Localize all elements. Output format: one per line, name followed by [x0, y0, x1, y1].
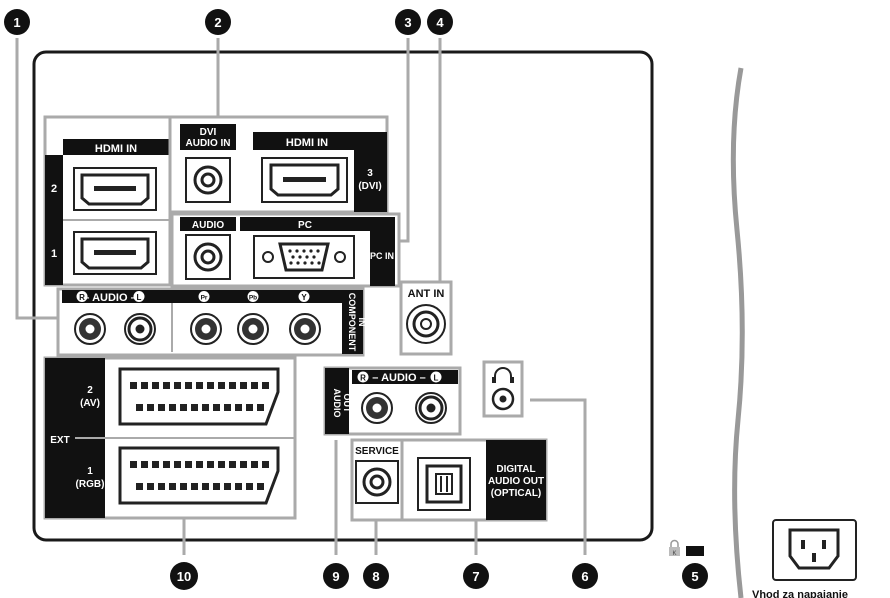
- audio-out-label-2: OUT: [342, 394, 352, 414]
- kensington-slot: [686, 546, 704, 556]
- headphone-block: [482, 360, 524, 418]
- scart-2-port[interactable]: [118, 367, 280, 426]
- callout-7: 7: [463, 563, 489, 589]
- pc-label: PC: [298, 220, 312, 231]
- digital-label-3: (OPTICAL): [491, 488, 542, 499]
- scart-1-port[interactable]: [118, 446, 280, 505]
- component-audio-r-jack[interactable]: [74, 313, 106, 345]
- lock-icon: [669, 547, 680, 556]
- svg-text:2: 2: [214, 15, 221, 30]
- hdmi-2-number: 2: [51, 183, 57, 195]
- hdmi-1-port[interactable]: [73, 231, 157, 275]
- component-in-block: R – AUDIO – L Pr Pb Y COMPONENT IN: [56, 287, 367, 357]
- ext-scart-block: EXT 2 (AV) 1 (RGB): [43, 356, 297, 520]
- callout-10: 10: [170, 562, 198, 590]
- ext-2-number: 2: [87, 385, 93, 396]
- comp-audio-l: L: [137, 293, 142, 302]
- comp-audio-r: R: [79, 293, 85, 302]
- svg-text:3: 3: [404, 15, 411, 30]
- vga-port[interactable]: [253, 235, 355, 279]
- callout-markers: 1 2 3 4 5 6 7 8 9 10: [4, 9, 708, 590]
- svg-text:5: 5: [691, 569, 698, 584]
- audio-out-label-1: AUDIO: [332, 389, 342, 418]
- svg-text:4: 4: [436, 15, 444, 30]
- power-input-block: Vhod za napajanje: [752, 519, 857, 598]
- audio-out-r: R: [360, 374, 366, 383]
- hdmi-3-dvi-label: (DVI): [358, 181, 381, 192]
- svg-text:9: 9: [332, 569, 339, 584]
- digital-label-2: AUDIO OUT: [488, 476, 544, 487]
- component-label: COMPONENT: [347, 293, 357, 352]
- callout-4: 4: [427, 9, 453, 35]
- audio-out-block: R – AUDIO – L AUDIO OUT: [323, 366, 462, 436]
- hdmi-1-number: 1: [51, 248, 57, 260]
- tv-side-edge: [730, 67, 745, 598]
- digital-label-1: DIGITAL: [496, 464, 535, 475]
- headphone-icon: [494, 367, 512, 380]
- dvi-audio-in-block: DVI AUDIO IN: [180, 124, 236, 203]
- comp-y-label: Y: [301, 293, 307, 302]
- pc-in-label: PC IN: [370, 251, 394, 261]
- audio-in-label: AUDIO IN: [186, 138, 231, 149]
- svg-text:7: 7: [472, 569, 479, 584]
- service-label: SERVICE: [355, 446, 399, 457]
- service-jack[interactable]: [362, 467, 392, 497]
- callout-9: 9: [323, 563, 349, 589]
- audio-out-r-jack[interactable]: [361, 392, 393, 424]
- callout-1: 1: [4, 9, 30, 35]
- ext-label: EXT: [50, 435, 69, 446]
- svg-text:1: 1: [13, 15, 20, 30]
- ext-1-rgb-label: (RGB): [76, 479, 105, 490]
- callout-8: 8: [363, 563, 389, 589]
- optical-port[interactable]: [417, 457, 471, 511]
- audio-out-l-jack[interactable]: [414, 391, 448, 425]
- ant-in-label: ANT IN: [408, 288, 445, 300]
- digital-audio-out-block: DIGITAL AUDIO OUT (OPTICAL): [400, 438, 548, 522]
- component-audio-l-jack[interactable]: [123, 312, 157, 346]
- svg-text:10: 10: [177, 569, 191, 584]
- component-pr-jack[interactable]: [190, 313, 222, 345]
- ext-1-number: 1: [87, 466, 93, 477]
- power-socket[interactable]: [788, 528, 840, 570]
- audio-out-mid-label: – AUDIO –: [372, 372, 425, 384]
- callout-2: 2: [205, 9, 231, 35]
- dvi-audio-in-jack[interactable]: [193, 165, 223, 195]
- callout-3: 3: [395, 9, 421, 35]
- component-y-jack[interactable]: [289, 313, 321, 345]
- comp-pr-label: Pr: [201, 295, 208, 302]
- antenna-connector[interactable]: [406, 304, 446, 344]
- leader-lines: [15, 38, 587, 555]
- hdmi-in-left-label: HDMI IN: [95, 143, 137, 155]
- ext-2-av-label: (AV): [80, 398, 100, 409]
- pc-in-block: AUDIO PC PC IN: [170, 212, 401, 288]
- pc-audio-jack[interactable]: [193, 242, 223, 272]
- comp-pb-label: Pb: [249, 295, 257, 302]
- comp-audio-label: – AUDIO –: [83, 292, 136, 304]
- svg-text:8: 8: [372, 569, 379, 584]
- callout-5: 5: [682, 563, 708, 589]
- service-block: SERVICE: [350, 438, 404, 522]
- hdmi-3-port[interactable]: [261, 157, 348, 203]
- hdmi-in-right-label: HDMI IN: [286, 137, 328, 149]
- svg-text:6: 6: [581, 569, 588, 584]
- dvi-label: DVI: [200, 127, 217, 138]
- hdmi-3-number: 3: [367, 168, 373, 179]
- audio-out-l: L: [434, 374, 439, 383]
- kensington-lock: K: [669, 539, 704, 557]
- hdmi-2-port[interactable]: [73, 167, 157, 211]
- callout-6: 6: [572, 563, 598, 589]
- component-pb-jack[interactable]: [237, 313, 269, 345]
- ant-in-block: ANT IN: [399, 280, 453, 356]
- kensington-k: K: [672, 551, 676, 557]
- pc-audio-label: AUDIO: [192, 220, 224, 231]
- hdmi-in-3-block: HDMI IN 3 (DVI): [253, 132, 387, 212]
- power-input-label: Vhod za napajanje: [752, 589, 848, 598]
- component-in-label: IN: [357, 318, 367, 327]
